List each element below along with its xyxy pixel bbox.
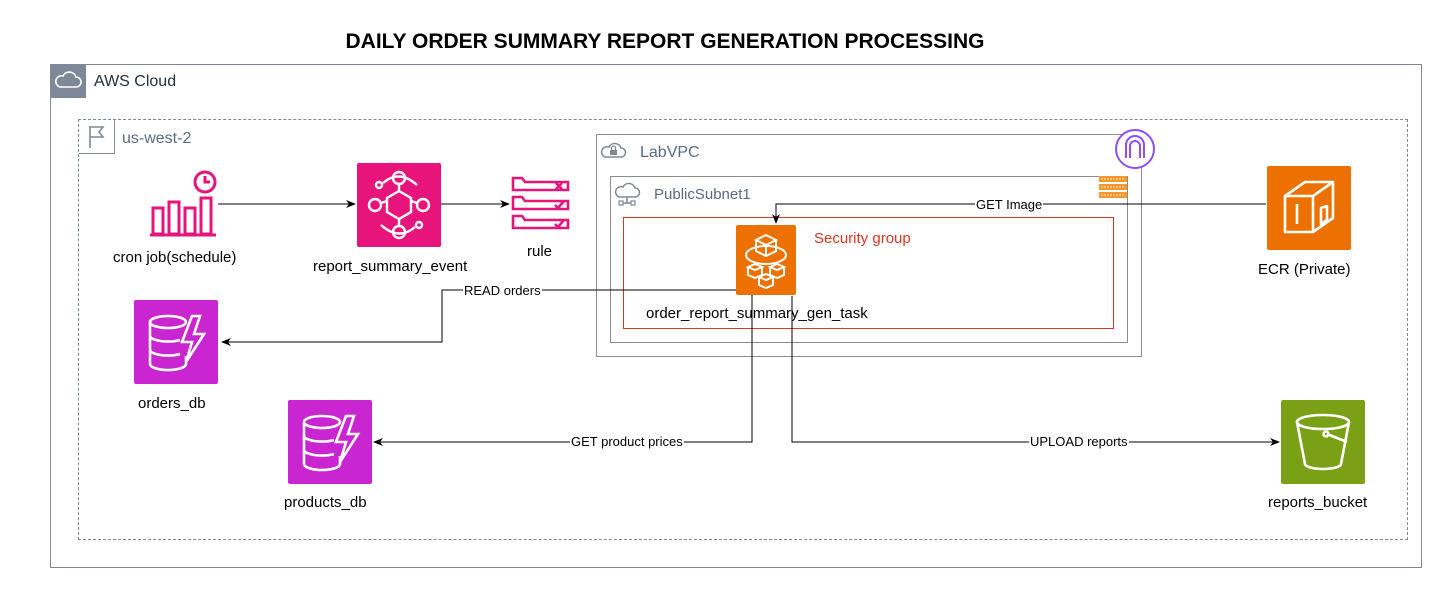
reports-bucket-caption: reports_bucket [1268, 494, 1368, 511]
read-orders-label: READ orders [463, 283, 542, 298]
products-db-icon[interactable] [288, 400, 372, 484]
vpc-label: LabVPC [640, 144, 700, 161]
subnet-label: PublicSubnet1 [654, 186, 751, 203]
orders-db-icon[interactable] [134, 300, 218, 384]
s3-bucket-icon[interactable] [1281, 400, 1365, 484]
ecr-icon[interactable] [1267, 166, 1351, 250]
region-label: us-west-2 [122, 130, 192, 147]
rule-icon[interactable] [510, 173, 572, 237]
aws-cloud-label: AWS Cloud [94, 73, 177, 90]
region-group [78, 119, 1408, 540]
orders-db-caption: orders_db [138, 395, 206, 412]
edge-get-prices [373, 287, 756, 446]
upload-reports-label: UPLOAD reports [1029, 434, 1129, 449]
eventbridge-icon[interactable] [357, 163, 441, 247]
subnet-icon [611, 177, 644, 209]
cron-schedule-icon[interactable] [148, 170, 220, 238]
task-caption: order_report_summary_gen_task [646, 305, 868, 322]
cloud-icon [50, 64, 86, 98]
diagram-title: DAILY ORDER SUMMARY REPORT GENERATION PR… [345, 30, 985, 53]
products-db-caption: products_db [284, 494, 367, 511]
get-prices-label: GET product prices [570, 434, 684, 449]
route-table-icon [1099, 176, 1127, 198]
edge-ecr-task [772, 203, 1266, 224]
fargate-task-icon[interactable] [736, 225, 796, 295]
flag-icon [79, 120, 115, 154]
vpc-group [596, 134, 1142, 357]
subnet-group [610, 176, 1128, 343]
aws-cloud-group [50, 64, 1422, 568]
security-group [623, 217, 1114, 329]
rule-caption: rule [527, 243, 553, 260]
event-caption: report_summary_event [313, 258, 468, 275]
cron-caption: cron job(schedule) [113, 249, 237, 266]
vpc-lock-icon [597, 135, 630, 168]
internet-gateway-icon [1113, 127, 1157, 171]
get-image-label: GET Image [975, 197, 1044, 212]
ecr-caption: ECR (Private) [1258, 261, 1351, 278]
security-group-label: Security group [814, 230, 911, 247]
